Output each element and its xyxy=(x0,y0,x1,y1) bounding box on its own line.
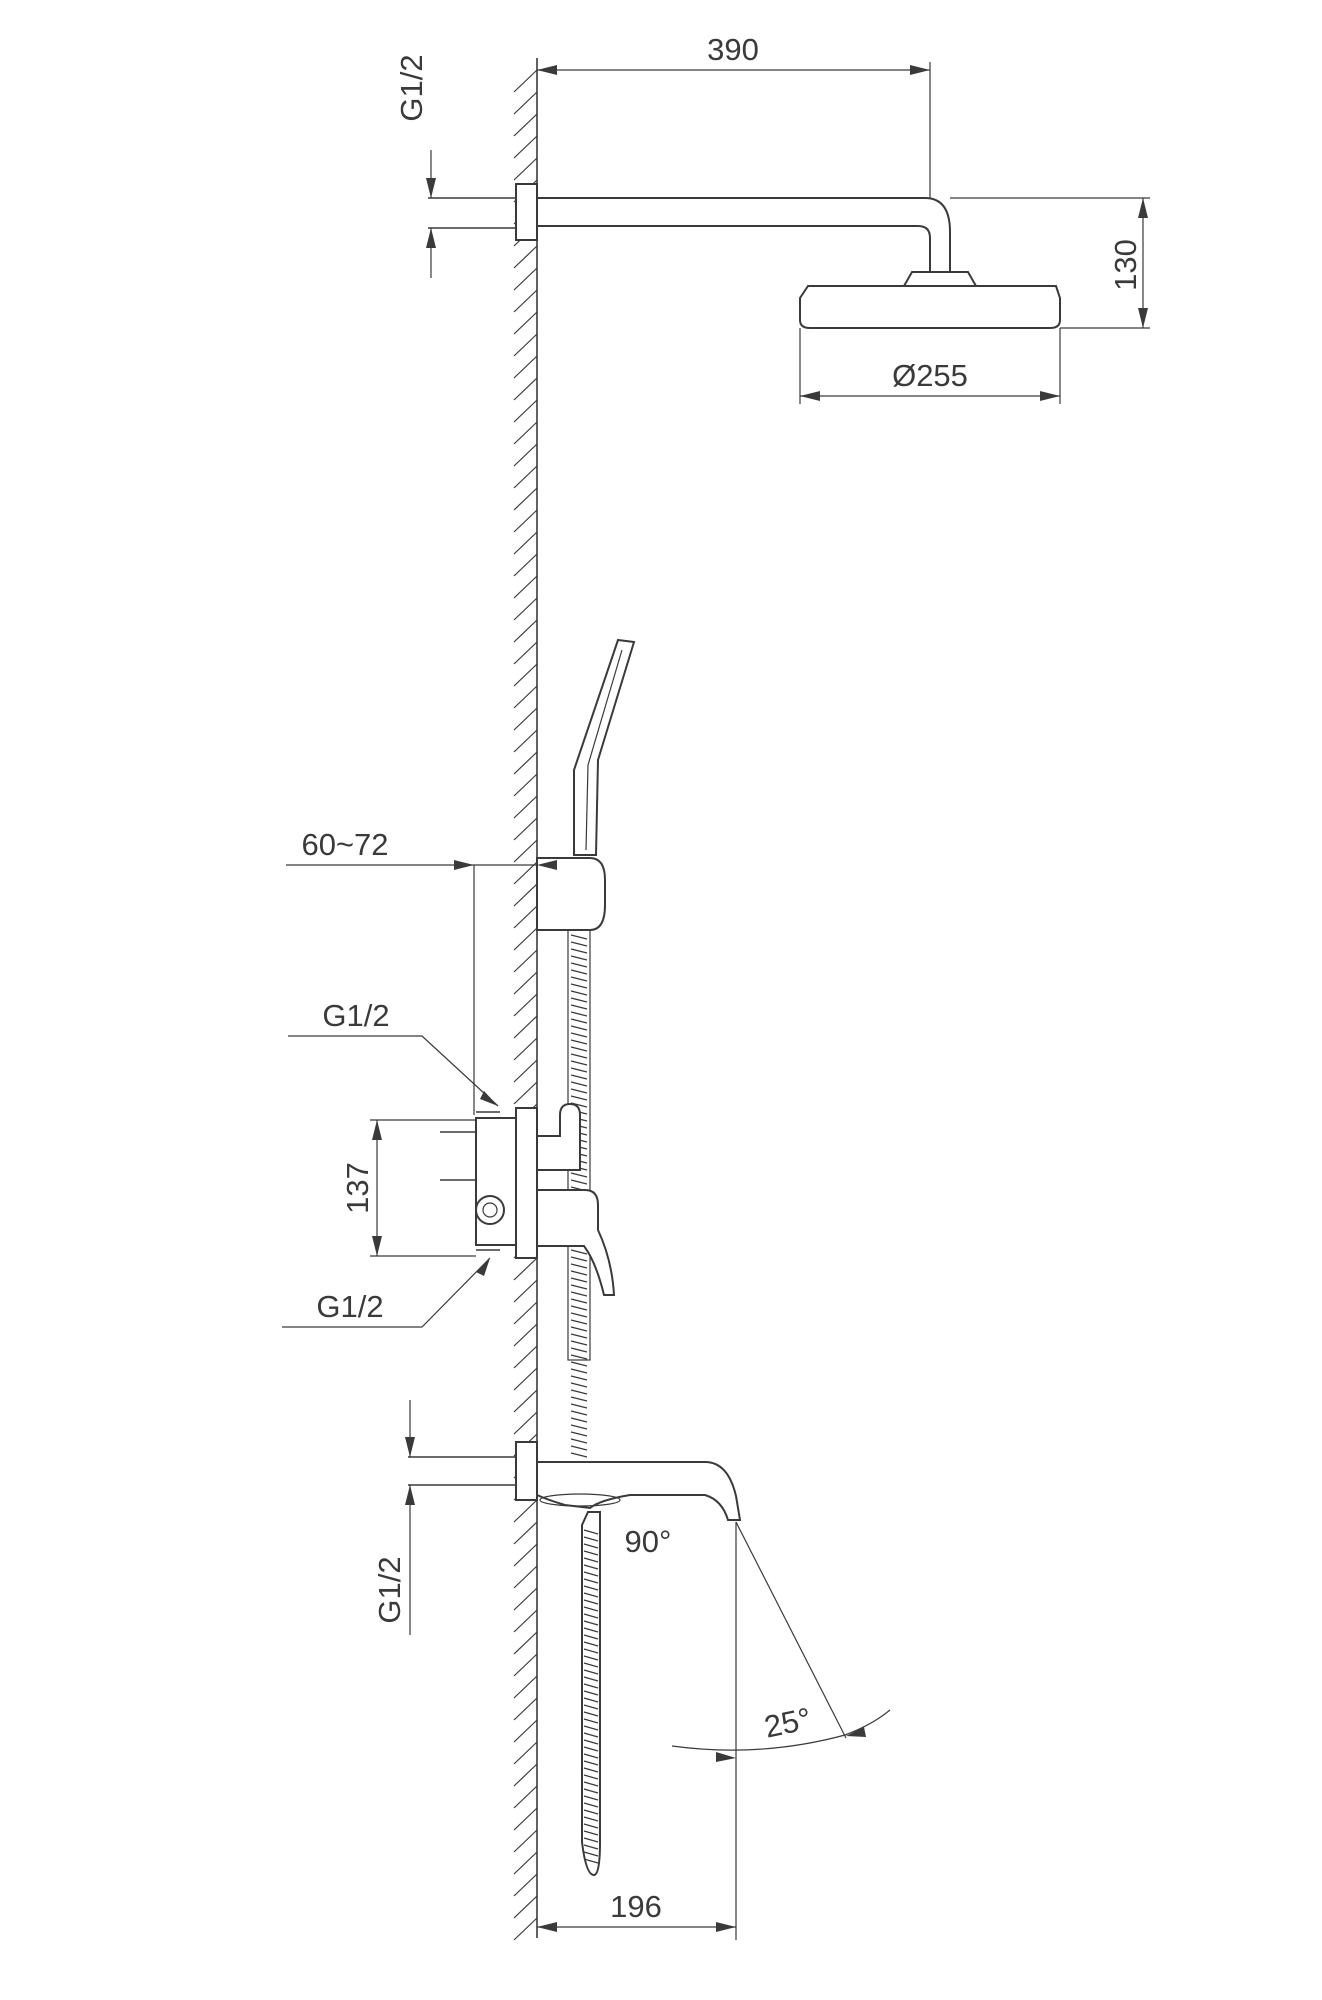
dim-spout-projection: 196 xyxy=(610,1889,662,1924)
dim-shower-arm-length: 390 xyxy=(707,32,759,67)
slide-bar-coil xyxy=(570,934,588,1458)
overhead-shower-assembly: 390 130 Ø255 G1/2 xyxy=(394,32,1150,404)
valve-port xyxy=(475,1195,505,1225)
hose-coil xyxy=(583,1529,599,1864)
hand-shower-holder xyxy=(536,857,606,931)
valve-wall-plate xyxy=(515,1107,538,1259)
dim-head-height: 130 xyxy=(1108,239,1143,291)
label-spout-angle: 90° xyxy=(625,1524,672,1559)
shower-arm xyxy=(536,197,951,273)
wall xyxy=(513,58,538,1941)
dim-wall-offset: 60~72 xyxy=(301,827,388,862)
label-valve-upper-thread: G1/2 xyxy=(322,998,389,1033)
head-connector xyxy=(902,271,978,287)
shower-head xyxy=(799,285,1061,329)
diverter-knob xyxy=(536,1102,581,1171)
valve-body xyxy=(475,1117,517,1246)
mixer-lever xyxy=(536,1189,616,1296)
hand-shower-assembly xyxy=(536,638,636,1458)
dim-top-inlet-thread: G1/2 xyxy=(394,54,429,121)
label-valve-lower-thread: G1/2 xyxy=(316,1289,383,1324)
bath-spout xyxy=(536,1461,742,1521)
bath-spout-assembly: G1/2 90° 25° 196 xyxy=(372,1400,891,1940)
wall-flange xyxy=(515,183,538,241)
dim-spout-inlet-thread: G1/2 xyxy=(372,1556,407,1623)
dim-valve-centers: 137 xyxy=(340,1162,375,1214)
wall-hatching xyxy=(513,69,538,1941)
dim-head-diameter: Ø255 xyxy=(892,358,968,393)
spout-wall-flange xyxy=(515,1441,538,1501)
hand-shower xyxy=(573,638,636,856)
mixer-valve-assembly: 60~72 G1/2 137 G1/2 xyxy=(282,827,616,1328)
label-spout-tilt: 25° xyxy=(761,1701,814,1745)
